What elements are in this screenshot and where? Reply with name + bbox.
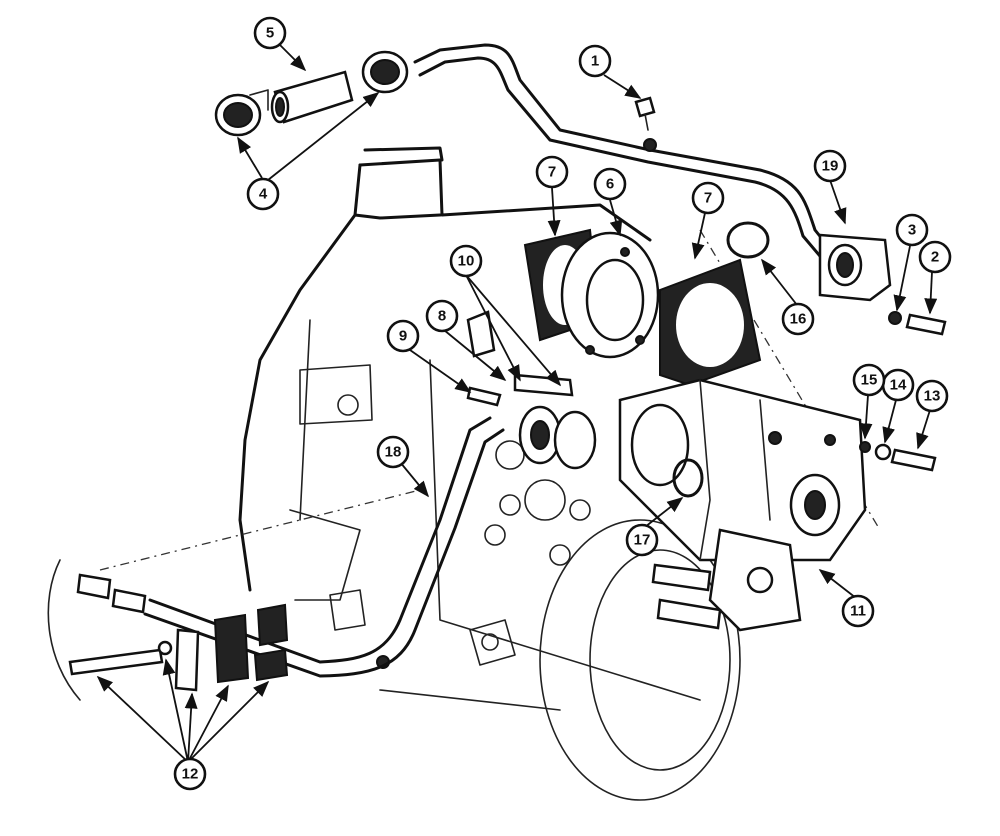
callout-16: 16 bbox=[781, 302, 815, 336]
callout-7-right: 7 bbox=[691, 181, 725, 215]
callout-8: 8 bbox=[425, 299, 459, 333]
callout-1: 1 bbox=[578, 44, 612, 78]
washer-14 bbox=[874, 443, 892, 461]
callout-5: 5 bbox=[253, 16, 287, 50]
svg-text:9: 9 bbox=[399, 328, 407, 345]
callout-7-left: 7 bbox=[535, 155, 569, 189]
bolt-1 bbox=[634, 96, 656, 131]
o-ring-16 bbox=[726, 221, 770, 259]
callout-6: 6 bbox=[593, 167, 627, 201]
callout-9: 9 bbox=[386, 319, 420, 353]
gasket-7-right bbox=[659, 258, 762, 387]
transmission-housing bbox=[47, 146, 881, 801]
svg-text:18: 18 bbox=[385, 444, 402, 461]
lower-tube-18 bbox=[76, 416, 505, 678]
svg-text:19: 19 bbox=[822, 158, 839, 175]
svg-text:4: 4 bbox=[259, 186, 268, 203]
washer-3 bbox=[888, 311, 902, 325]
callout-13: 13 bbox=[915, 379, 949, 413]
svg-text:13: 13 bbox=[924, 388, 941, 405]
svg-text:17: 17 bbox=[634, 532, 651, 549]
hose-clamp-left bbox=[214, 89, 269, 137]
flange-19 bbox=[818, 233, 892, 302]
bolt-13 bbox=[890, 448, 937, 472]
callout-18: 18 bbox=[376, 435, 410, 469]
leader-lines bbox=[96, 44, 938, 763]
callout-12: 12 bbox=[173, 757, 207, 791]
svg-text:6: 6 bbox=[606, 176, 614, 193]
svg-text:8: 8 bbox=[438, 308, 446, 325]
callout-19: 19 bbox=[813, 149, 847, 183]
svg-text:16: 16 bbox=[790, 311, 807, 328]
svg-text:5: 5 bbox=[266, 25, 274, 42]
svg-text:3: 3 bbox=[908, 222, 916, 239]
o-ring-17 bbox=[672, 458, 704, 498]
washer-15 bbox=[859, 441, 871, 453]
hose-section bbox=[270, 70, 354, 124]
callout-17: 17 bbox=[625, 523, 659, 557]
coupling-10 bbox=[513, 373, 597, 470]
hose-clamp-right bbox=[361, 50, 409, 94]
callout-11: 11 bbox=[841, 594, 875, 628]
adapter-6 bbox=[560, 231, 660, 359]
hydraulic-pump-11 bbox=[618, 378, 867, 632]
callout-2: 2 bbox=[918, 240, 952, 274]
callout-3: 3 bbox=[895, 213, 929, 247]
svg-text:12: 12 bbox=[182, 766, 199, 783]
callout-10: 10 bbox=[449, 244, 483, 278]
upper-tube bbox=[413, 43, 837, 264]
svg-text:7: 7 bbox=[704, 190, 712, 207]
callout-15: 15 bbox=[852, 363, 886, 397]
svg-text:1: 1 bbox=[591, 53, 599, 70]
svg-text:11: 11 bbox=[850, 603, 866, 620]
svg-text:2: 2 bbox=[931, 249, 939, 266]
callout-4: 4 bbox=[246, 177, 280, 211]
svg-text:15: 15 bbox=[861, 372, 878, 389]
bolt-2 bbox=[905, 313, 947, 336]
bolt-9 bbox=[466, 386, 502, 407]
svg-text:10: 10 bbox=[458, 253, 475, 270]
callout-14: 14 bbox=[881, 368, 915, 402]
fitting-8 bbox=[466, 310, 496, 358]
svg-text:7: 7 bbox=[548, 164, 556, 181]
clamp-assembly-12 bbox=[68, 603, 289, 692]
svg-text:14: 14 bbox=[890, 377, 907, 394]
